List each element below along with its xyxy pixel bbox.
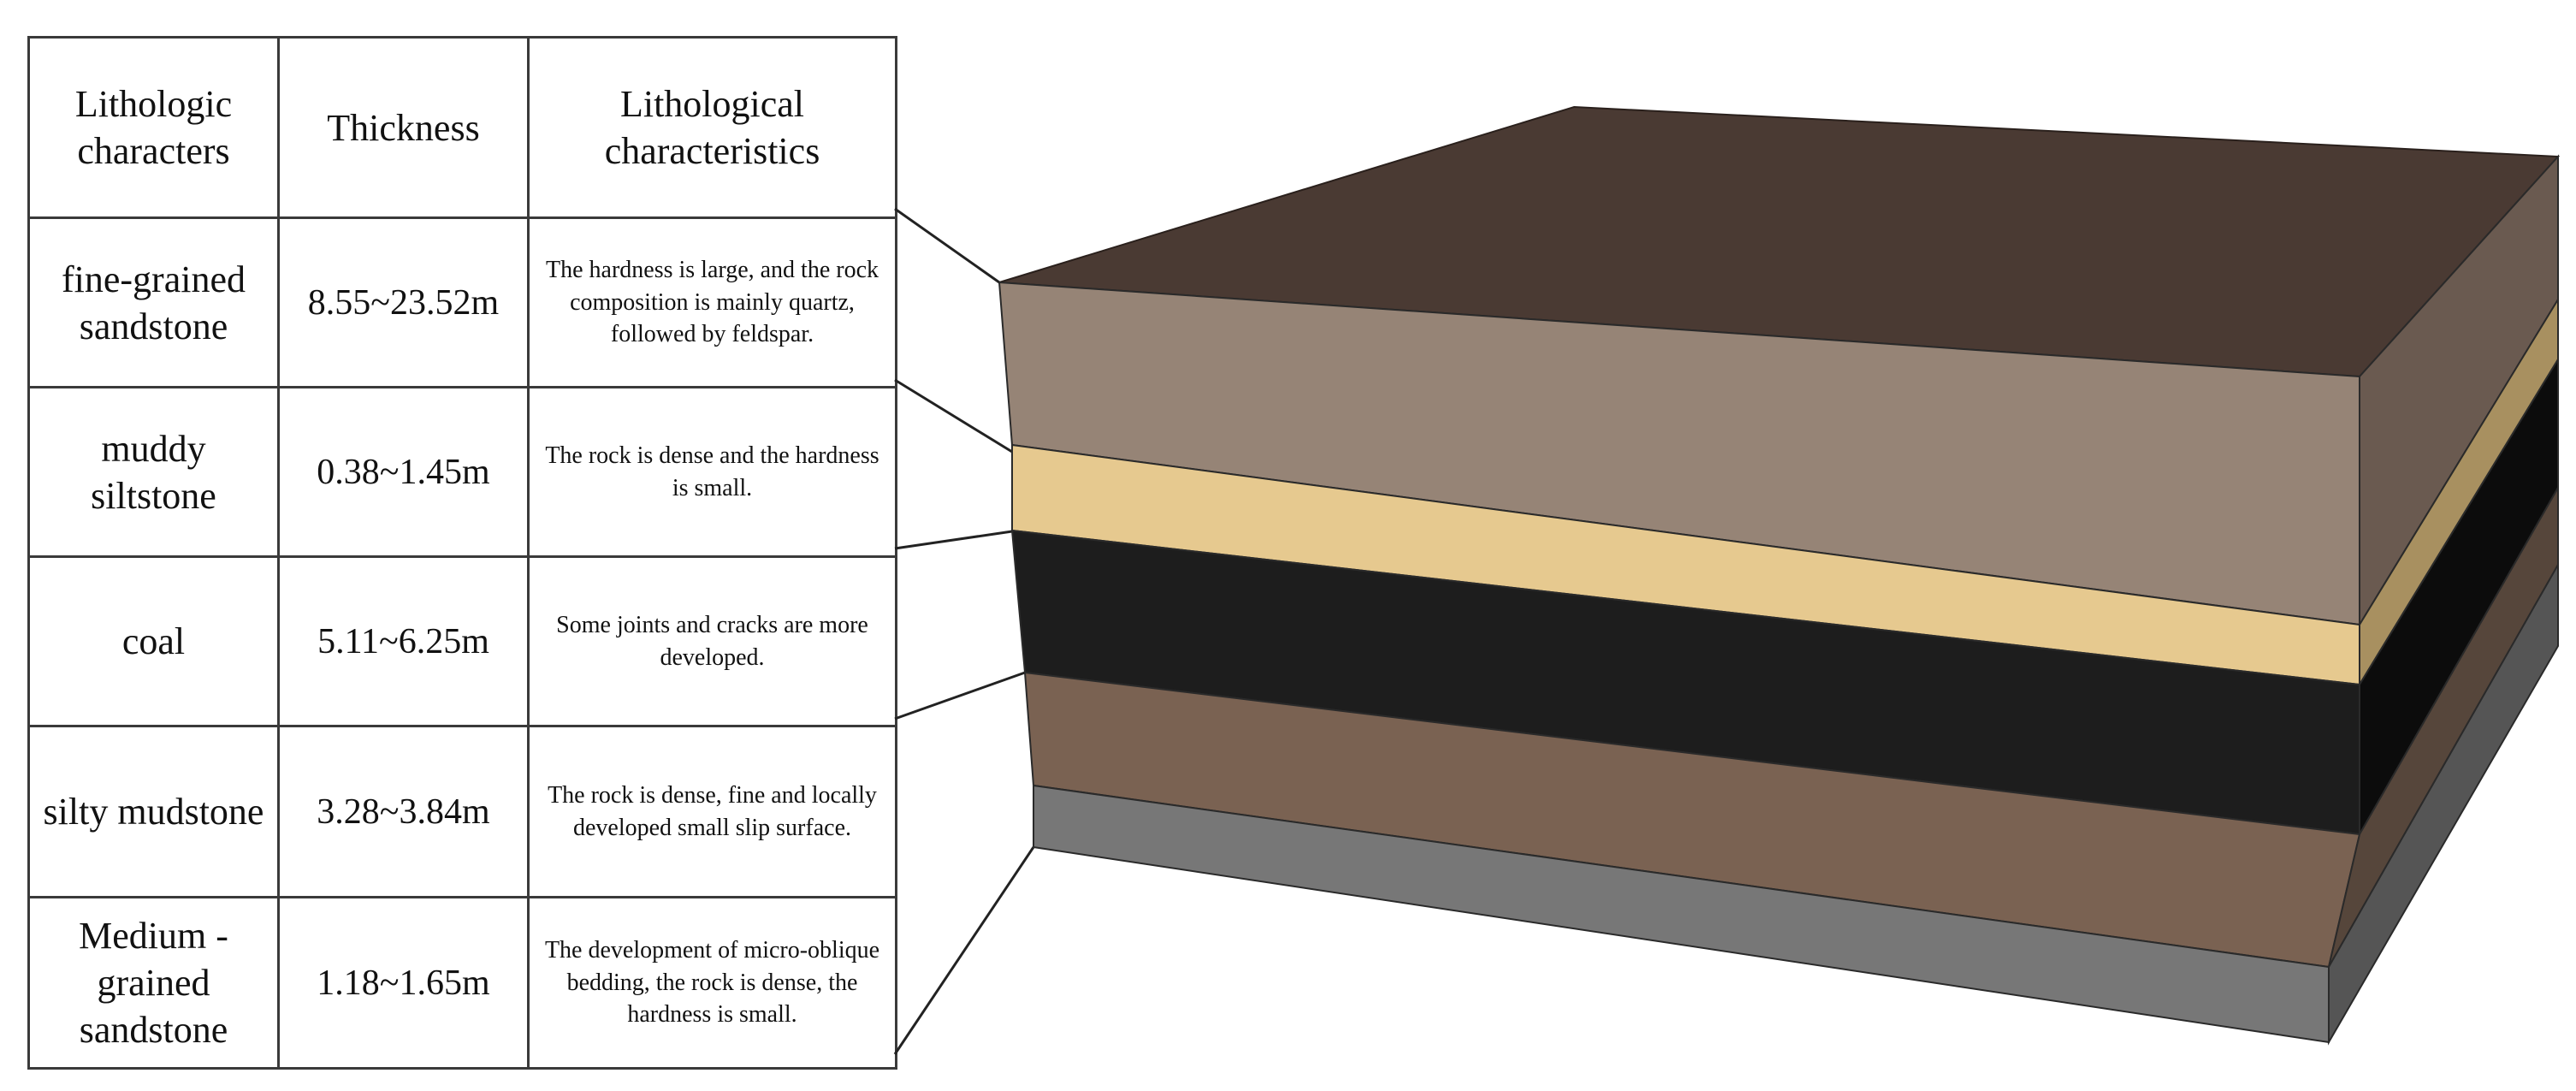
layer-characteristics: Some joints and cracks are more develope… bbox=[527, 555, 897, 727]
layer-characteristics: The rock is dense, fine and locally deve… bbox=[527, 725, 897, 898]
header-lithological-characteristics: Lithological characteristics bbox=[527, 36, 897, 219]
header-lithologic-characters: Lithologic characters bbox=[27, 36, 280, 219]
layer-name: muddy siltstone bbox=[27, 386, 280, 558]
layer-characteristics: The development of micro-oblique bedding… bbox=[527, 896, 897, 1070]
layer-name: coal bbox=[27, 555, 280, 727]
layer-thickness: 0.38~1.45m bbox=[277, 386, 530, 558]
layer-name: Medium -grained sandstone bbox=[27, 896, 280, 1070]
layer-thickness: 8.55~23.52m bbox=[277, 216, 530, 388]
layer-thickness: 3.28~3.84m bbox=[277, 725, 530, 898]
table-row: silty mudstone 3.28~3.84m The rock is de… bbox=[27, 725, 897, 898]
table-row: coal 5.11~6.25m Some joints and cracks a… bbox=[27, 555, 897, 727]
layer-thickness: 5.11~6.25m bbox=[277, 555, 530, 727]
leader-line-coal bbox=[894, 530, 1013, 550]
layer-name: fine-grained sandstone bbox=[27, 216, 280, 388]
leader-line-fine-grained-sandstone bbox=[894, 207, 1000, 284]
layer-side-medium-grained-sandstone bbox=[2328, 561, 2559, 1046]
header-thickness: Thickness bbox=[277, 36, 530, 219]
layer-name: silty mudstone bbox=[27, 725, 280, 898]
table-row: muddy siltstone 0.38~1.45m The rock is d… bbox=[27, 386, 897, 558]
layer-characteristics: The rock is dense and the hardness is sm… bbox=[527, 386, 897, 558]
leader-line-silty-mudstone bbox=[894, 671, 1026, 720]
layer-characteristics: The hardness is large, and the rock comp… bbox=[527, 216, 897, 388]
leader-line-muddy-siltstone bbox=[894, 378, 1013, 454]
layer-thickness: 1.18~1.65m bbox=[277, 896, 530, 1070]
table-header-row: Lithologic characters Thickness Litholog… bbox=[27, 36, 897, 219]
table-row: fine-grained sandstone 8.55~23.52m The h… bbox=[27, 216, 897, 388]
leader-line-medium-grained-sandstone bbox=[893, 846, 1035, 1055]
lithology-table: Lithologic characters Thickness Litholog… bbox=[27, 36, 897, 1070]
table-row: Medium -grained sandstone 1.18~1.65m The… bbox=[27, 896, 897, 1070]
